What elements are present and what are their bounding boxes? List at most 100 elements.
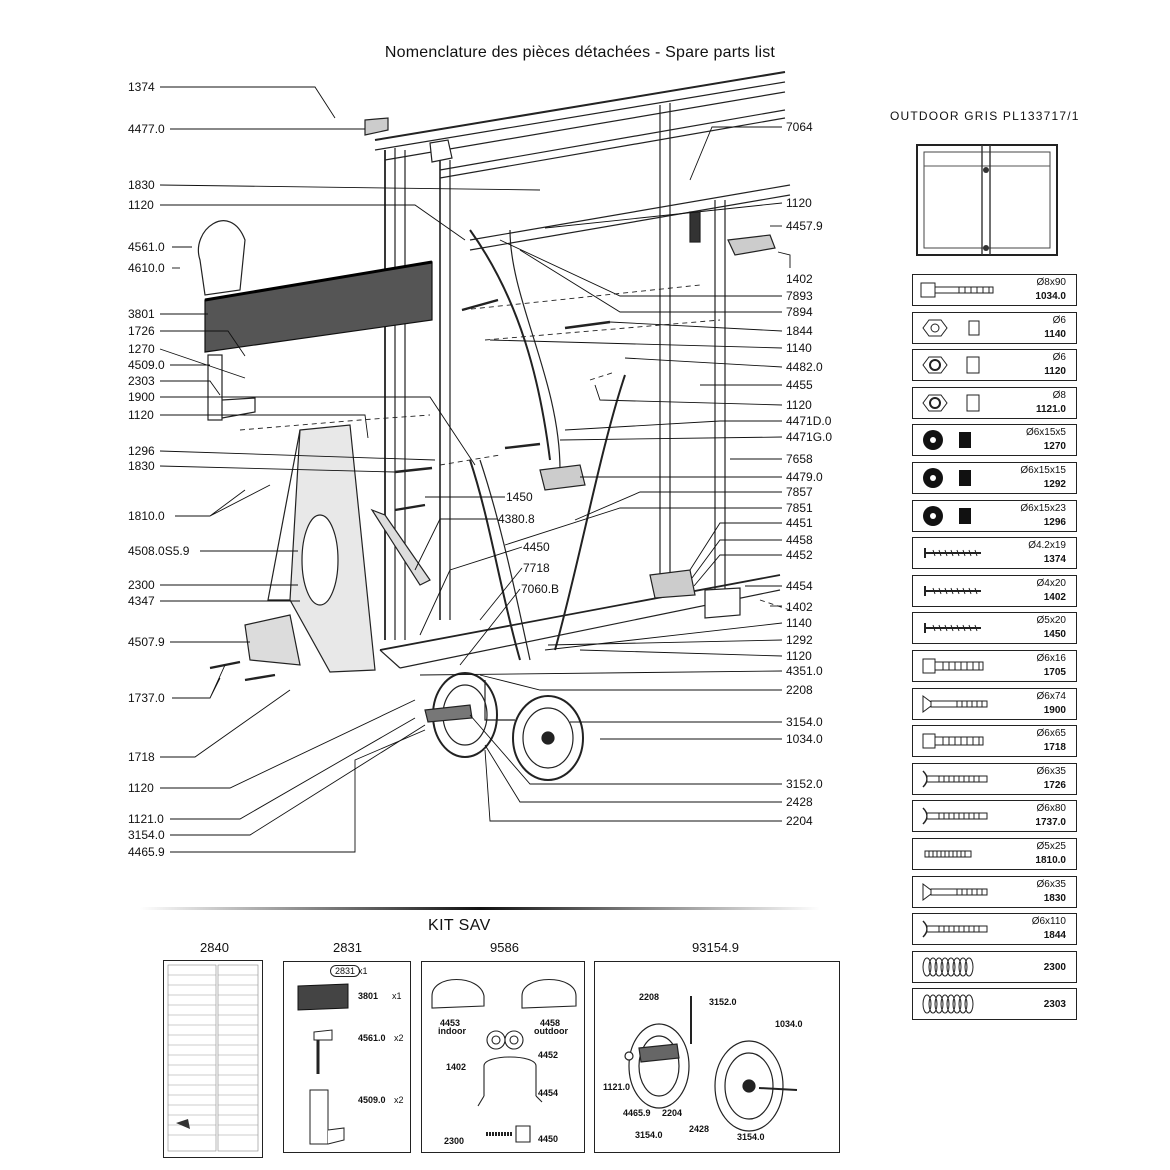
- part-reference: 1844: [1043, 930, 1066, 941]
- kit-2831-parts-drawing: [297, 983, 349, 1145]
- callout-label: 2428: [786, 795, 813, 809]
- part-reference: 1718: [1043, 742, 1066, 753]
- part-dimension: Ø6: [1052, 352, 1066, 363]
- callout-label: 4454: [786, 579, 813, 593]
- callout-label: 1296: [128, 444, 155, 458]
- table-top-thumbnail: [916, 144, 1058, 256]
- callout-label: 4380.8: [498, 512, 535, 526]
- part-card: 2300: [912, 951, 1077, 983]
- part-card: 2303: [912, 988, 1077, 1020]
- kit-93154-parts-drawing: [624, 996, 798, 1132]
- part-card: Ø6 1120: [912, 349, 1077, 381]
- kit-box-code: 2831: [333, 940, 362, 955]
- part-dimension: Ø6x65: [1036, 728, 1066, 739]
- part-dimension: Ø6x15x15: [1020, 465, 1066, 476]
- part-reference: 2303: [1043, 999, 1066, 1010]
- part-reference: 1270: [1043, 441, 1066, 452]
- kit-item-ref: 4454: [538, 1088, 559, 1098]
- callout-label: 4508.0S5.9: [128, 544, 190, 558]
- kit-item-ref: 2204: [662, 1108, 683, 1118]
- callout-label: 1830: [128, 178, 155, 192]
- part-reference: 1034.0: [1035, 291, 1066, 302]
- callout-label: 2303: [128, 374, 155, 388]
- kit-item-ref: 4453: [440, 1018, 461, 1028]
- kit-item-sub: indoor: [438, 1026, 466, 1036]
- callout-label: 1140: [786, 616, 812, 630]
- part-reference: 1705: [1043, 667, 1066, 678]
- part-dimension: Ø6: [1052, 315, 1066, 326]
- callout-label: 1121.0: [128, 812, 164, 826]
- part-card: Ø4x20 1402: [912, 575, 1077, 607]
- callout-label: 4455: [786, 378, 813, 392]
- kit-item-ref: 4509.0: [358, 1095, 386, 1105]
- callout-label: 4561.0: [128, 240, 165, 254]
- kit-item-ref: 2300: [444, 1136, 465, 1146]
- kit-item-ref: 1402: [446, 1062, 467, 1072]
- part-reference: 1810.0: [1035, 855, 1066, 866]
- callout-label: 4482.0: [786, 360, 823, 374]
- callout-label: 2208: [786, 683, 813, 697]
- kit-item-ref: 2208: [639, 992, 660, 1002]
- kit-box-code: 9586: [490, 940, 519, 955]
- part-reference: 1737.0: [1035, 817, 1066, 828]
- kit-item-ref: 4465.9: [623, 1108, 651, 1118]
- callout-label: 4507.9: [128, 635, 165, 649]
- part-reference: 1830: [1043, 893, 1066, 904]
- part-card: Ø6x15x5 1270: [912, 424, 1077, 456]
- part-dimension: Ø8: [1052, 390, 1066, 401]
- kit-item-ref: 3801: [358, 991, 379, 1001]
- kit-divider: [140, 907, 820, 910]
- callout-label: 4452: [786, 548, 813, 562]
- callout-label: 1402: [786, 272, 813, 286]
- callout-label: 7064: [786, 120, 813, 134]
- callout-label: 1900: [128, 390, 155, 404]
- callout-label: 1120: [786, 398, 812, 412]
- part-dimension: Ø6x16: [1036, 653, 1066, 664]
- kit-badge-qty: x1: [358, 966, 368, 976]
- callout-label: 7658: [786, 452, 813, 466]
- part-dimension: Ø6x35: [1036, 766, 1066, 777]
- callout-label: 1292: [786, 633, 813, 647]
- panel-title: OUTDOOR GRIS PL133717/1: [890, 109, 1080, 123]
- kit-box-2840: [163, 960, 263, 1158]
- kit-item-ref: 4561.0: [358, 1033, 386, 1043]
- part-dimension: Ø6x74: [1036, 691, 1066, 702]
- kit-box-2831: 2831 x1 3801 x1 4561.0 x2 4509.0 x2: [283, 961, 411, 1153]
- part-reference: 1296: [1043, 517, 1066, 528]
- part-card: Ø6x65 1718: [912, 725, 1077, 757]
- callout-label: 4610.0: [128, 261, 165, 275]
- callout-label: 7718: [523, 561, 550, 575]
- kit-item-qty: x2: [394, 1033, 404, 1043]
- callout-label: 7894: [786, 305, 813, 319]
- part-reference: 1120: [1044, 366, 1066, 377]
- miniature-parts-sheet: [167, 964, 259, 1152]
- kit-box-93154-9: 2208 3152.0 1034.0 1121.0 4465.9 2204 24…: [594, 961, 840, 1153]
- part-reference: 1402: [1043, 592, 1066, 603]
- kit-item-ref: 4458: [540, 1018, 561, 1028]
- kit-item-ref: 3152.0: [709, 997, 737, 1007]
- part-dimension: Ø6x15x5: [1025, 427, 1066, 438]
- kit-item-ref: 3154.0: [635, 1130, 663, 1140]
- part-dimension: Ø6x80: [1036, 803, 1066, 814]
- callout-label: 7851: [786, 501, 813, 515]
- callout-label: 1726: [128, 324, 155, 338]
- callout-label: 4465.9: [128, 845, 165, 859]
- callout-label: 1140: [786, 341, 812, 355]
- callout-label: 4509.0: [128, 358, 165, 372]
- page-title: Nomenclature des pièces détachées - Spar…: [384, 44, 776, 61]
- callout-label: 4450: [523, 540, 550, 554]
- part-dimension: Ø4x20: [1036, 578, 1066, 589]
- callout-label: 1844: [786, 324, 813, 338]
- callout-label: 4458: [786, 533, 813, 547]
- callout-label: 1718: [128, 750, 155, 764]
- callout-label: 7893: [786, 289, 813, 303]
- callout-label: 1270: [128, 342, 155, 356]
- callout-label: 3801: [128, 307, 155, 321]
